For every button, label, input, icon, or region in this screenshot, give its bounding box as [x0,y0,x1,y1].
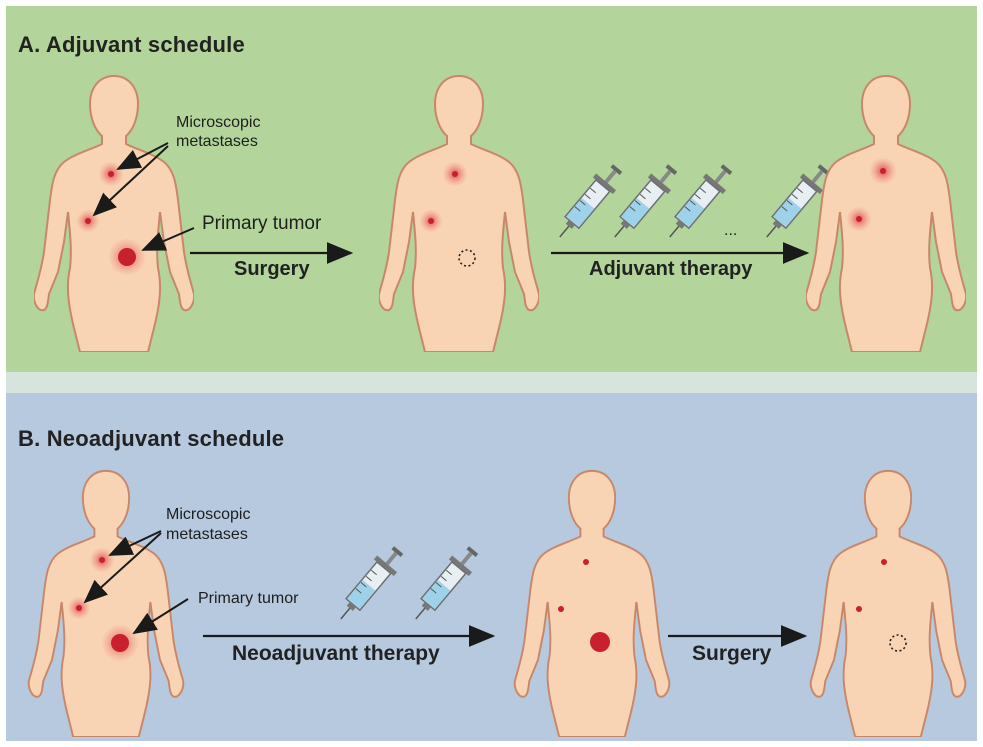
panel-neoadjuvant: B. Neoadjuvant schedule [6,393,977,741]
primary-tumor-label: Primary tumor [202,213,321,235]
panel-adjuvant: A. Adjuvant schedule [6,6,977,372]
body-figure [379,76,539,352]
primary-tumor-dot [590,632,610,652]
syringe-icon [331,542,409,628]
metastasis-dot [452,171,458,177]
metastasis-dot [558,606,564,612]
metastasis-dot [856,606,862,612]
primary-tumor-label: Primary tumor [198,590,298,608]
adjuvant-scene [6,6,977,372]
surgery-label: Surgery [234,258,310,281]
body-figure [806,76,966,352]
syringe-icon [550,160,628,246]
metastases-label-line1: Microscopic [176,114,260,132]
neoadjuvant-scene [6,393,977,741]
metastasis-dot [99,557,105,563]
metastases-label-line1: Microscopic [166,506,250,524]
metastasis-dot [76,605,82,611]
syringe-icon [406,542,484,628]
body-figure [29,471,184,737]
metastases-label-line2: metastases [176,133,258,151]
metastasis-dot [108,171,114,177]
body-figure [515,471,670,737]
panel-divider [6,372,977,393]
metastasis-dot [85,218,91,224]
body-figure [34,76,194,352]
primary-tumor-dot [111,634,129,652]
neoadjuvant-therapy-label: Neoadjuvant therapy [232,642,440,666]
metastasis-dot [583,559,589,565]
metastasis-dot [881,559,887,565]
metastasis-dot [856,216,862,222]
metastases-label-line2: metastases [166,526,248,544]
adjuvant-therapy-label: Adjuvant therapy [589,258,752,281]
syringe-icon [605,160,683,246]
metastasis-dot [428,218,434,224]
body-figure [811,471,966,737]
surgery-label: Surgery [692,642,771,666]
ellipsis: ... [724,222,737,240]
metastasis-dot [880,168,886,174]
primary-tumor-dot [118,248,136,266]
